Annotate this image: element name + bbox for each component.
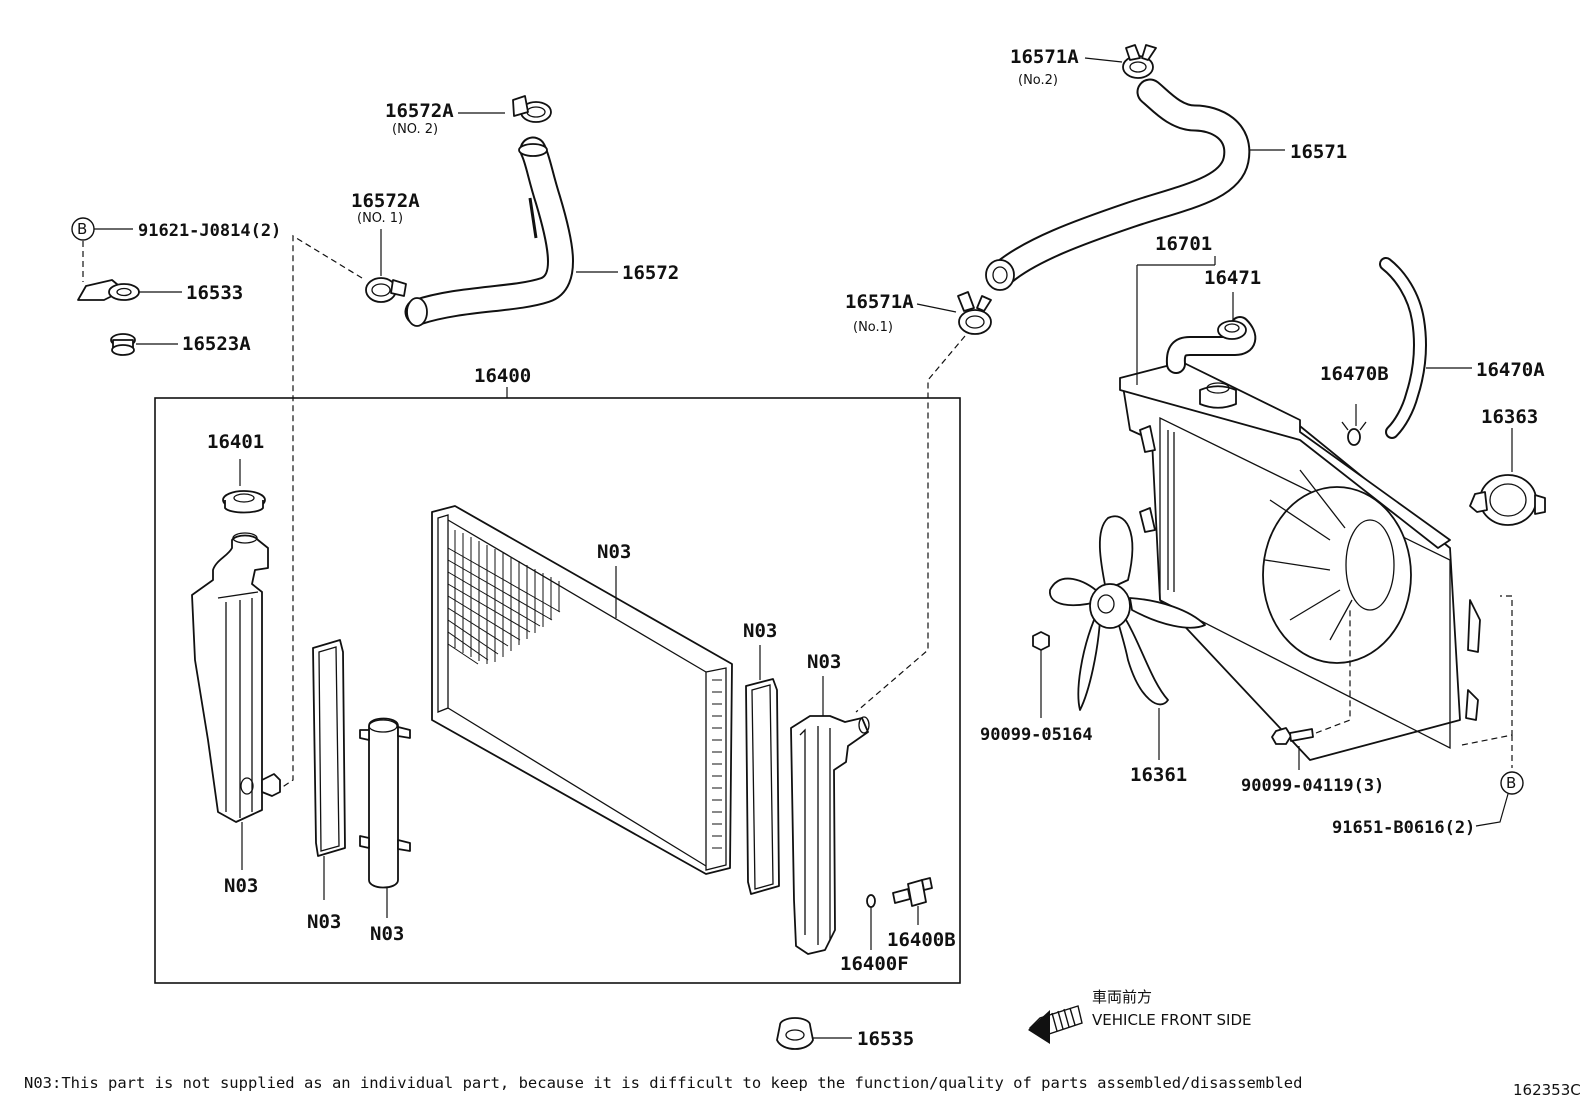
clip-16470B: 16470B (1320, 363, 1389, 446)
cushion-16523A: 16523A (110, 333, 251, 356)
fan-motor-16363: 16363 (1469, 406, 1546, 526)
label-16363: 16363 (1481, 406, 1538, 428)
radiator-cap-16401: 16401 (207, 431, 266, 514)
label-n03-right-tank: N03 (807, 651, 841, 673)
label-16701: 16701 (1155, 233, 1212, 255)
label-16571A-no1: 16571A (845, 291, 914, 313)
label-16400: 16400 (474, 365, 531, 387)
label-16533: 16533 (186, 282, 243, 304)
footnote-n03: N03:This part is not supplied as an indi… (24, 1074, 1302, 1092)
overflow-hose-16470A: 16470A (1379, 257, 1545, 439)
radiator-left-tank: N03 (191, 532, 281, 897)
label-n03-pipe: N03 (370, 923, 404, 945)
assembly-guide-line-left (277, 234, 363, 791)
radiator-core: N03 (431, 505, 733, 875)
pipe-piece: N03 (359, 717, 411, 945)
label-16571A-no2: 16571A (1010, 46, 1079, 68)
label-16471: 16471 (1204, 267, 1261, 289)
radiator-assembly-box: 16400 (154, 365, 961, 984)
hose-clamp-16572A-no2: 16572A (NO. 2) (385, 95, 552, 137)
drain-cock-16400B: 16400B (887, 877, 956, 951)
callout-b-left: B (77, 220, 87, 238)
label-90099-05164: 90099-05164 (980, 725, 1093, 745)
front-label-en: VEHICLE FRONT SIDE (1092, 1011, 1252, 1029)
hose-clamp-16572A-no1: 16572A (NO. 1) (351, 190, 420, 303)
hose-clamp-16571A-no2: 16571A (No.2) (1010, 44, 1157, 88)
label-16470A: 16470A (1476, 359, 1545, 381)
radiator-hose-16572: 16572 (404, 136, 679, 327)
label-n03-left-tank: N03 (224, 875, 258, 897)
label-16470B: 16470B (1320, 363, 1389, 385)
vehicle-front-indicator: 車両前方 VEHICLE FRONT SIDE (1028, 988, 1252, 1044)
bolt-91621-J0814: B 91621-J0814(2) (71, 217, 281, 282)
label-16571A-no1-sub: (No.1) (853, 320, 893, 335)
label-16572A-no2-sub: (NO. 2) (392, 122, 438, 137)
label-91621-J0814: 91621-J0814(2) (138, 221, 281, 241)
radiator-hose-16571: 16571 (985, 78, 1347, 291)
label-16572A-no1: 16572A (351, 190, 420, 212)
label-90099-04119: 90099-04119(3) (1241, 776, 1384, 796)
nut-90099-05164: 90099-05164 (980, 631, 1093, 745)
figure-code: 162353C (1513, 1081, 1581, 1099)
label-16535: 16535 (857, 1028, 914, 1050)
label-16400F: 16400F (840, 953, 909, 975)
cushion-16535: 16535 (776, 1017, 914, 1050)
label-16572: 16572 (622, 262, 679, 284)
label-n03-gasket-right: N03 (743, 620, 777, 642)
assembly-guide-line-right (855, 335, 966, 713)
o-ring-16400F: 16400F (840, 894, 909, 975)
label-16523A: 16523A (182, 333, 251, 355)
bolt-91651-B0616: B 91651-B0616(2) (1332, 735, 1524, 838)
fan-16361: 16361 (1049, 515, 1206, 786)
callout-b-right: B (1506, 774, 1516, 792)
label-16571A-no2-sub: (No.2) (1018, 73, 1058, 88)
hose-clamp-16571A-no1: 16571A (No.1) (845, 291, 992, 335)
front-label-jp: 車両前方 (1092, 988, 1152, 1006)
bolt-90099-04119: 90099-04119(3) (1241, 595, 1513, 796)
label-16401: 16401 (207, 431, 264, 453)
label-91651-B0616: 91651-B0616(2) (1332, 818, 1475, 838)
radiator-right-tank: N03 (790, 651, 870, 955)
label-16400B: 16400B (887, 929, 956, 951)
label-16571: 16571 (1290, 141, 1347, 163)
label-16572A-no1-sub: (NO. 1) (357, 211, 403, 226)
gasket-right: N03 (743, 620, 780, 895)
label-n03-core: N03 (597, 541, 631, 563)
fan-shroud-16701: 16701 (1119, 233, 1481, 761)
label-n03-gasket-left: N03 (307, 911, 341, 933)
label-16361: 16361 (1130, 764, 1187, 786)
bracket-16533: 16533 (77, 279, 243, 304)
gasket-left: N03 (307, 639, 346, 933)
reservoir-hose-16471: 16471 (1165, 267, 1261, 374)
label-16572A-no2: 16572A (385, 100, 454, 122)
